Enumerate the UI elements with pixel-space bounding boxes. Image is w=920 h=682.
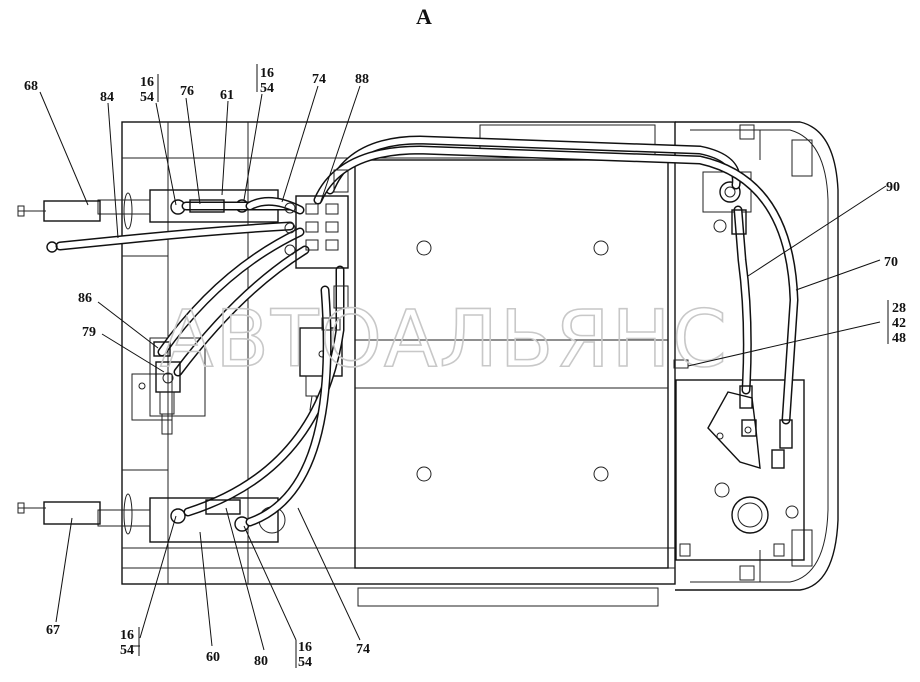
callout-70: 70: [884, 255, 898, 270]
callout-54-top-mid: 54: [260, 81, 274, 96]
hydraulic-tank: [354, 159, 669, 569]
callout-61: 61: [220, 88, 234, 103]
callout-68: 68: [24, 79, 38, 94]
swivel-valve: [153, 341, 181, 435]
callout-76: 76: [180, 84, 194, 99]
callout-16-top-mid: 16: [260, 66, 274, 81]
callout-16-bottom-left: 16: [120, 628, 134, 643]
lower-hydraulic-cylinder: [17, 493, 286, 543]
callout-54-bottom-mid: 54: [298, 655, 312, 670]
cab-outline: [675, 121, 839, 591]
leader-lines: [39, 85, 887, 651]
callout-86: 86: [78, 291, 92, 306]
callout-67: 67: [46, 623, 60, 638]
watermark-text: АВТОАЛЬЯНС: [160, 295, 729, 385]
callout-90: 90: [886, 180, 900, 195]
callout-84: 84: [100, 90, 114, 105]
callouts: 68 84 16 54 76 61 16 54 74 88 90 70 28 4…: [24, 64, 906, 670]
callout-54-bottom-left: 54: [120, 643, 134, 658]
callout-74-top: 74: [312, 72, 326, 87]
callout-54-top-left: 54: [140, 90, 154, 105]
hose-bundle: [157, 135, 799, 527]
callout-16-bottom-mid: 16: [298, 640, 312, 655]
callout-60: 60: [206, 650, 220, 665]
callout-74-bottom: 74: [356, 642, 370, 657]
callout-16-top-left: 16: [140, 75, 154, 90]
callout-80: 80: [254, 654, 268, 669]
callout-42: 42: [892, 316, 906, 331]
hydraulic-manifold: [284, 169, 349, 331]
callout-28: 28: [892, 301, 906, 316]
hose-fittings: [189, 199, 793, 515]
callout-48: 48: [892, 331, 906, 346]
hose-84: [46, 221, 295, 253]
callout-88: 88: [355, 72, 369, 87]
view-title: А: [416, 4, 432, 29]
callout-79: 79: [82, 325, 96, 340]
